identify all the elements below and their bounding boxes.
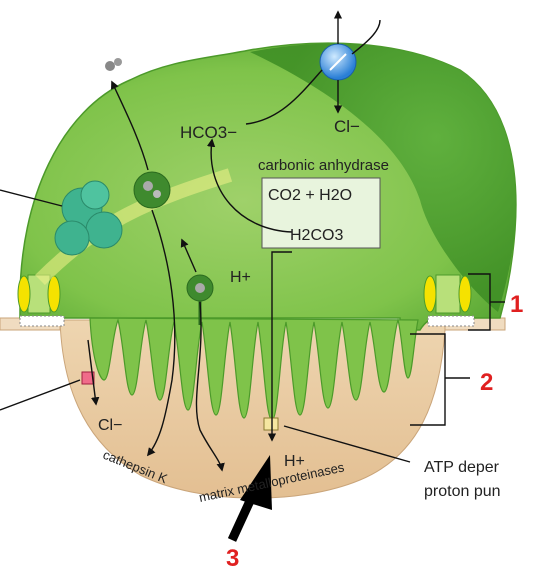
endocytic-vesicle — [186, 274, 214, 325]
actin-fibers — [35, 168, 233, 285]
chloride-top-label: Cl− — [334, 117, 360, 136]
callout-brackets — [410, 273, 505, 426]
h-plus-lacuna-label: H+ — [284, 453, 305, 470]
nuclei-cluster — [54, 180, 123, 256]
exocytosed-debris — [105, 58, 122, 71]
h2co3-label: H2CO3 — [290, 227, 343, 244]
callout-number-2: 2 — [480, 369, 493, 396]
callout-arrow-3 — [227, 455, 272, 542]
carbonic-anhydrase-label: carbonic anhydrase — [258, 157, 389, 174]
proton-pump — [263, 417, 279, 431]
carbonic-anhydrase-box — [261, 177, 381, 249]
sealing-zone-left — [17, 274, 65, 327]
transcytotic-vesicle — [133, 171, 171, 209]
chloride-bicarbonate-exchanger — [319, 43, 357, 81]
h-plus-cell-label: H+ — [230, 269, 251, 286]
sealing-zone-right — [423, 274, 475, 327]
chloride-lacuna-label: Cl− — [98, 417, 122, 434]
atp-pump-label-line1: ATP deper — [424, 459, 500, 476]
callout-number-3: 3 — [226, 545, 239, 572]
ruffled-border — [89, 317, 419, 421]
chloride-channel — [81, 371, 95, 385]
cell-dome-shading — [250, 43, 516, 313]
co2-h2o-label: CO2 + H2O — [268, 187, 352, 204]
callout-number-1: 1 — [510, 291, 523, 318]
hco3-label: HCO3− — [180, 123, 237, 142]
atp-pump-label-line2: proton pun — [424, 483, 501, 500]
pathway-arrows — [0, 10, 411, 472]
